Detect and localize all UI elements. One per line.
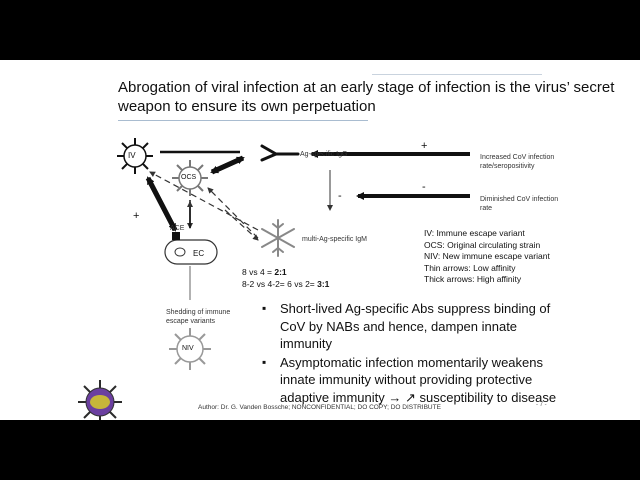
legend: IV: Immune escape variant OCS: Original …	[424, 228, 550, 286]
slide: Abrogation of viral infection at an earl…	[0, 60, 640, 420]
page-number: - 7 -	[536, 402, 547, 408]
legend-item: OCS: Original circulating strain	[424, 239, 541, 250]
igm-antibody-icon	[261, 219, 295, 257]
legend-item: NIV: New immune escape variant	[424, 251, 550, 261]
ratio-line-1-value: 2:1	[274, 267, 287, 277]
ratio-line-2-value: 3:1	[317, 279, 330, 289]
increased-label: Increased CoV infection rate/seropositiv…	[480, 154, 555, 170]
title-underline	[118, 120, 368, 121]
niv-label: NIV	[182, 345, 194, 352]
footer-text: Author: Dr. G. Vanden Bossche; NONCONFID…	[198, 404, 441, 411]
bullet-list: Short-lived Ag-specific Abs suppress bin…	[262, 300, 572, 407]
bullet-item: Asymptomatic infection momentarily weake…	[262, 354, 572, 407]
iv-ec-thick-arrow	[145, 176, 178, 232]
legend-item: Thick arrows: High affinity	[424, 274, 522, 284]
igm-label: multi-Ag-specific IgM	[302, 236, 367, 243]
ace-label: ACE	[170, 225, 185, 232]
ratio-line-2-text: 8-2 vs 4-2= 6 vs 2=	[242, 279, 318, 289]
ratio-line-2: 8-2 vs 4-2= 6 vs 2= 3:1	[242, 278, 329, 290]
bullet-item: Short-lived Ag-specific Abs suppress bin…	[262, 300, 572, 353]
ratio-line-1-text: 8 vs 4 =	[242, 267, 275, 277]
igg-label: Ag-specific IgG	[300, 151, 348, 158]
legend-item: Thin arrows: Low affinity	[424, 262, 516, 273]
logo-icon	[78, 380, 122, 420]
slide-title: Abrogation of viral infection at an earl…	[118, 79, 615, 115]
igg-antibody-icon	[260, 144, 300, 162]
ocs-label: OCS	[181, 174, 197, 181]
diminished-label: Diminished CoV infection rate	[480, 196, 559, 212]
iv-label: IV	[128, 151, 136, 160]
minus-sign-right: -	[422, 181, 426, 193]
ec-cell-icon	[164, 232, 218, 265]
minus-sign-mid: -	[338, 190, 342, 202]
ocs-igg-thick-arrow	[210, 155, 245, 175]
top-divider	[372, 74, 542, 75]
igm-dashed-arrows	[149, 171, 259, 241]
ocs-virus-icon	[172, 160, 208, 196]
shedding-label: Shedding of immune escape variants	[166, 309, 231, 325]
plus-sign-top: +	[421, 140, 428, 152]
ratio-line-1: 8 vs 4 = 2:1	[242, 266, 329, 278]
iv-virus-icon	[117, 138, 153, 174]
legend-item: IV: Immune escape variant	[424, 228, 525, 238]
diagram-canvas	[78, 138, 470, 420]
niv-virus-icon	[169, 328, 211, 370]
ratio-block: 8 vs 4 = 2:1 8-2 vs 4-2= 6 vs 2= 3:1	[242, 266, 329, 290]
ec-label: EC	[193, 249, 205, 258]
plus-sign-left: +	[133, 210, 140, 222]
